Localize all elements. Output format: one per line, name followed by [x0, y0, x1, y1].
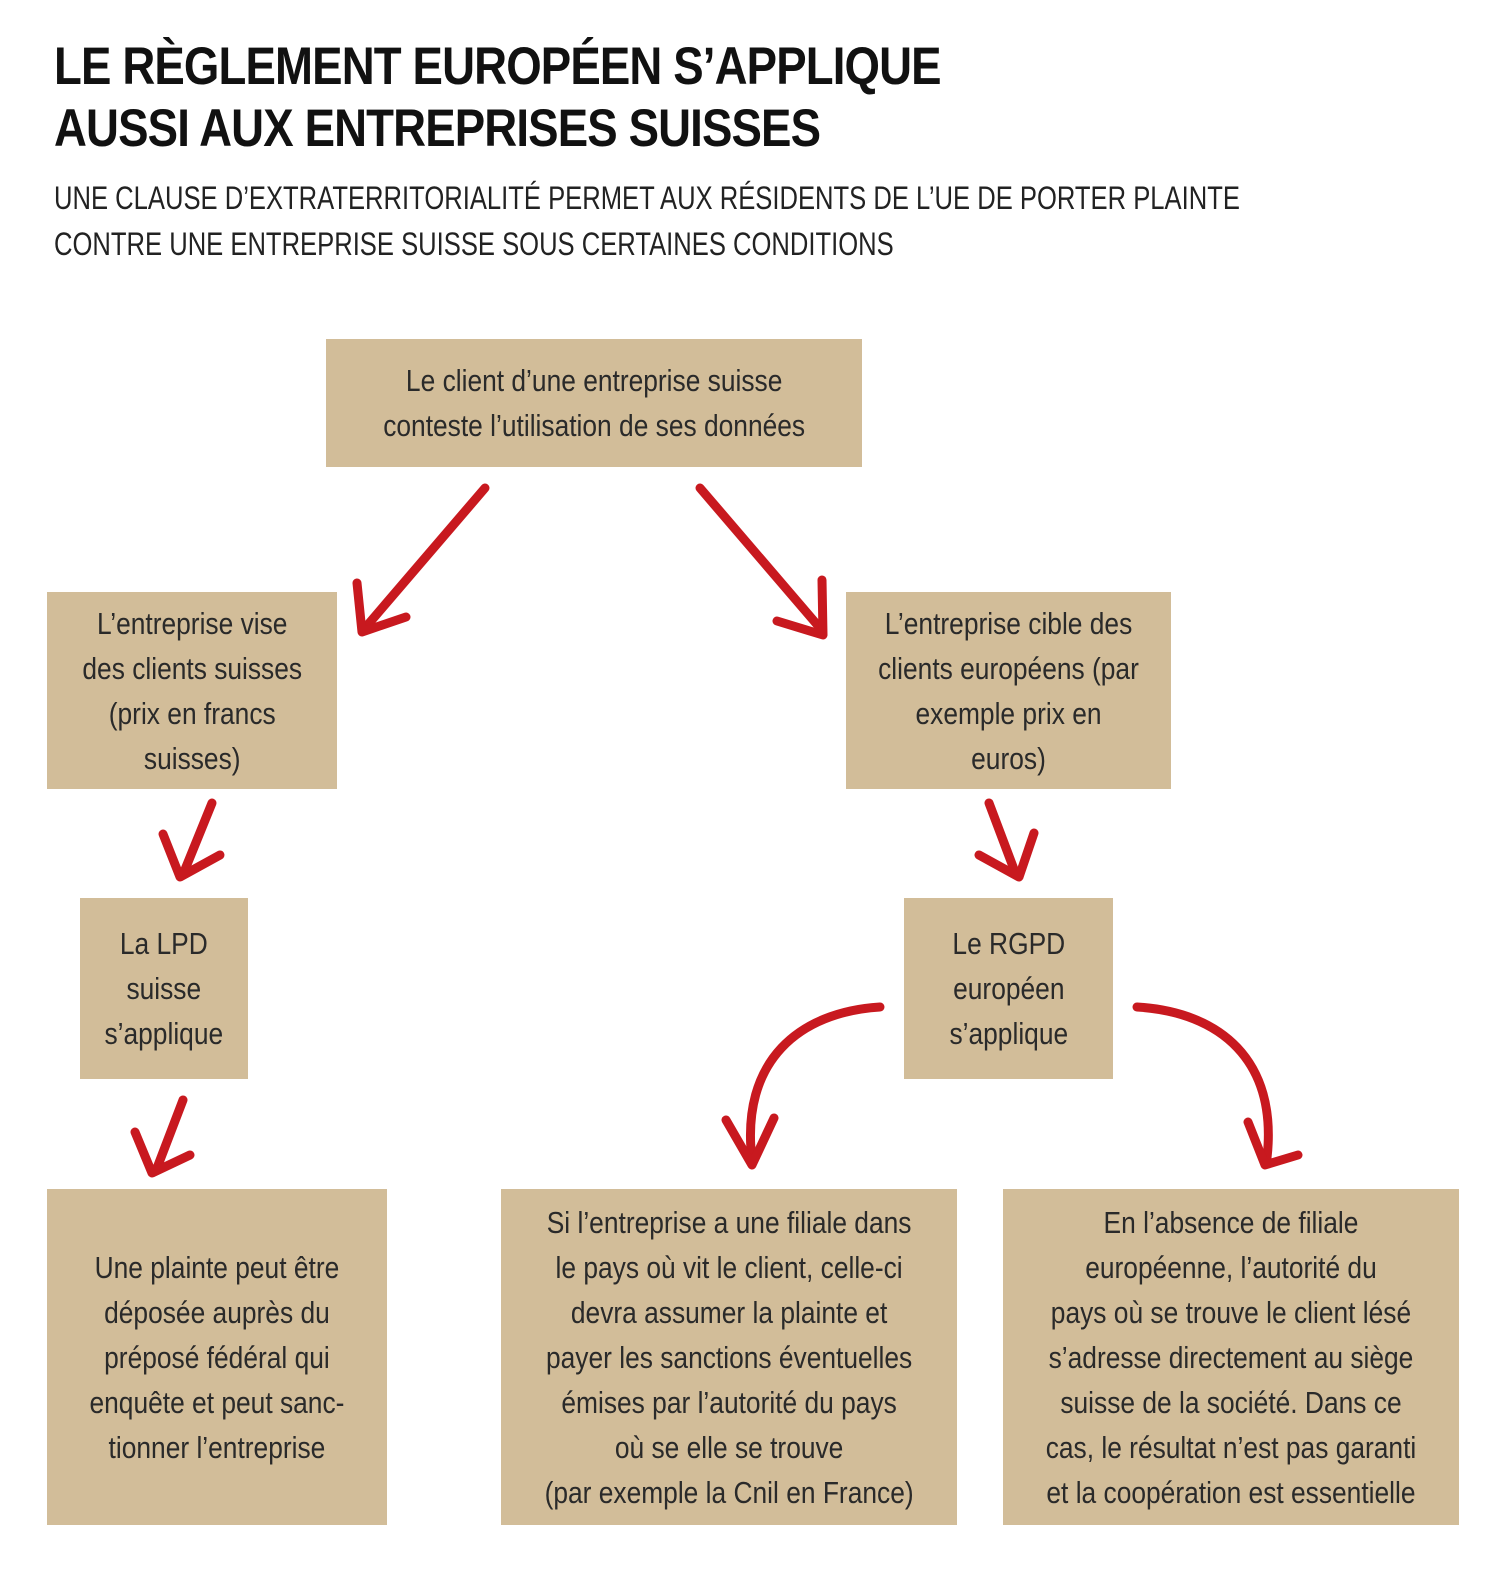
node-without-subsidiary: En l’absence de filiale européenne, l’au…: [1003, 1189, 1459, 1525]
arrow-root-to-swiss: [352, 483, 490, 637]
node-rgpd-applies-text: Le RGPD européen s’applique: [949, 926, 1068, 1051]
node-client-contests: Le client d’une entreprise suisse contes…: [326, 339, 862, 467]
arrow-lpd-to-complaint: [130, 1095, 195, 1178]
arrow-eu-to-rgpd: [974, 798, 1039, 882]
arrow-rgpd-to-no-subsidiary: [1132, 1002, 1303, 1170]
node-with-subsidiary: Si l’entreprise a une filiale dans le pa…: [501, 1189, 957, 1525]
node-lpd-applies: La LPD suisse s’applique: [80, 898, 248, 1079]
arrow-root-to-eu: [695, 483, 828, 640]
node-with-subsidiary-text: Si l’entreprise a une filiale dans le pa…: [544, 1204, 914, 1510]
page-subtitle: UNE CLAUSE D’EXTRATERRITORIALITÉ PERMET …: [54, 175, 1240, 267]
title-line-1: LE RÈGLEMENT EUROPÉEN S’APPLIQUE: [54, 37, 942, 96]
node-targets-swiss-clients: L’entreprise vise des clients suisses (p…: [47, 592, 337, 789]
node-lpd-applies-text: La LPD suisse s’applique: [104, 926, 224, 1051]
node-swiss-complaint-text: Une plainte peut être déposée auprès du …: [89, 1249, 345, 1465]
node-targets-european-clients-text: L’entreprise cible des clients européens…: [878, 605, 1139, 776]
subtitle-line-1: UNE CLAUSE D’EXTRATERRITORIALITÉ PERMET …: [54, 180, 1240, 216]
node-targets-european-clients: L’entreprise cible des clients européens…: [846, 592, 1171, 789]
node-without-subsidiary-text: En l’absence de filiale européenne, l’au…: [1045, 1204, 1417, 1510]
title-line-2: AUSSI AUX ENTREPRISES SUISSES: [54, 99, 821, 158]
page-title: LE RÈGLEMENT EUROPÉEN S’APPLIQUE AUSSI A…: [54, 36, 942, 160]
node-rgpd-applies: Le RGPD européen s’applique: [904, 898, 1113, 1079]
subtitle-line-2: CONTRE UNE ENTREPRISE SUISSE SOUS CERTAI…: [54, 226, 894, 262]
arrow-rgpd-to-subsidiary: [721, 1002, 885, 1170]
arrow-swiss-to-lpd: [158, 798, 225, 882]
node-client-contests-text: Le client d’une entreprise suisse contes…: [383, 363, 805, 443]
node-swiss-complaint: Une plainte peut être déposée auprès du …: [47, 1189, 387, 1525]
node-targets-swiss-clients-text: L’entreprise vise des clients suisses (p…: [82, 605, 302, 776]
